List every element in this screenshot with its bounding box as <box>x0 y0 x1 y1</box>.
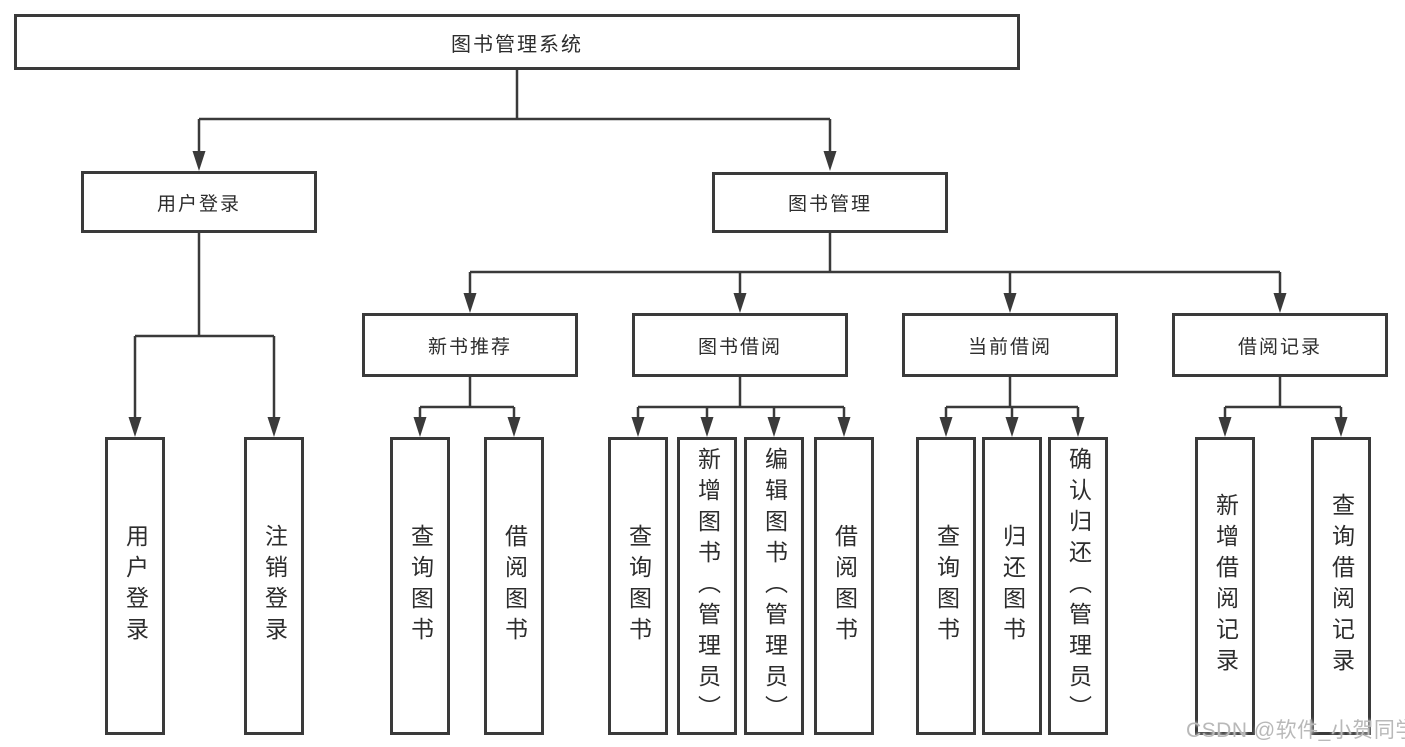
node-book-management: 图书管理 <box>712 172 948 233</box>
csdn-watermark: CSDN @软件_小贺同学 <box>1186 719 1405 742</box>
node-user-login: 用户登录 <box>81 171 317 233</box>
node-borrowing-records: 借阅记录 <box>1172 313 1388 377</box>
node-new-book-recommendation: 新书推荐 <box>362 313 578 377</box>
leaf-user-login: 用户登录 <box>105 437 165 735</box>
leaf-return-books: 归还图书 <box>982 437 1042 735</box>
leaf-edit-books-admin: 编辑图书（管理员） <box>744 437 804 735</box>
node-book-borrowing: 图书借阅 <box>632 313 848 377</box>
node-library-management-system: 图书管理系统 <box>14 14 1020 70</box>
leaf-confirm-return-admin: 确认归还（管理员） <box>1048 437 1108 735</box>
leaf-query-borrow-record: 查询借阅记录 <box>1311 437 1371 735</box>
leaf-query-books-2: 查询图书 <box>608 437 668 735</box>
leaf-query-books-3: 查询图书 <box>916 437 976 735</box>
leaf-add-borrow-record: 新增借阅记录 <box>1195 437 1255 735</box>
leaf-logout: 注销登录 <box>244 437 304 735</box>
arrowheads <box>128 151 1348 437</box>
node-current-borrowing: 当前借阅 <box>902 313 1118 377</box>
leaf-query-books-1: 查询图书 <box>390 437 450 735</box>
leaf-add-books-admin: 新增图书（管理员） <box>677 437 737 735</box>
leaf-borrow-books-1: 借阅图书 <box>484 437 544 735</box>
leaf-borrow-books-2: 借阅图书 <box>814 437 874 735</box>
